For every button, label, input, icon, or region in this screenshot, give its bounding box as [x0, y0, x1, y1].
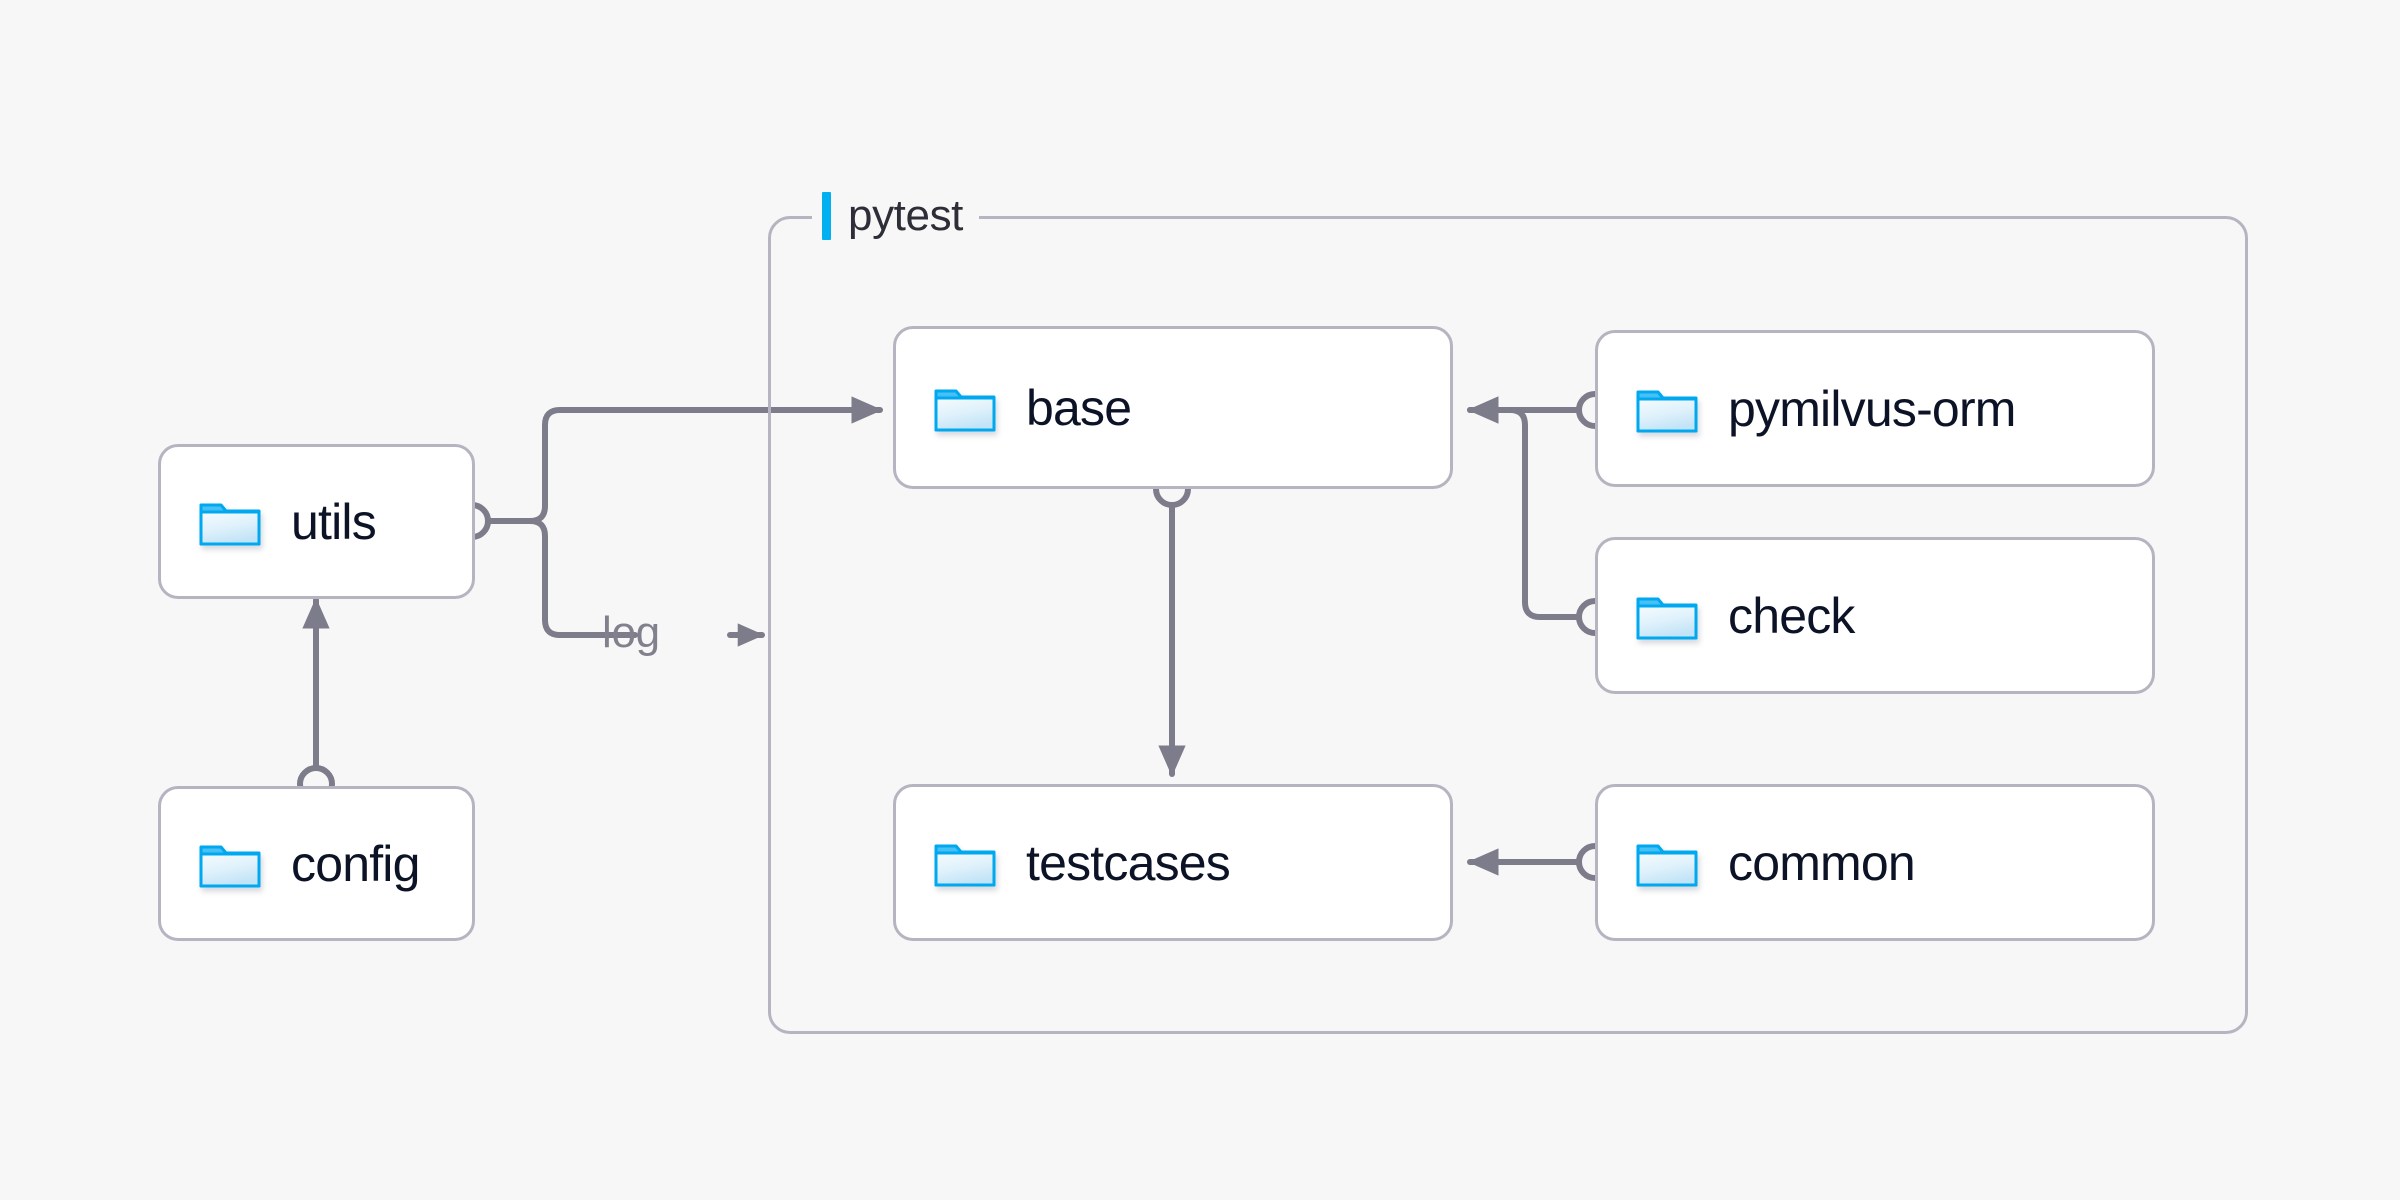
node-base-label: base [1026, 379, 1132, 436]
group-pytest-label: pytest [812, 185, 979, 247]
folder-icon [1636, 383, 1698, 435]
node-pymilvus-orm-label: pymilvus-orm [1728, 380, 2016, 437]
node-testcases[interactable]: testcases [893, 784, 1453, 941]
node-utils[interactable]: utils [158, 444, 475, 599]
folder-icon [1636, 590, 1698, 642]
node-config-label: config [291, 835, 420, 892]
group-accent-bar [822, 192, 831, 240]
node-utils-label: utils [291, 493, 377, 550]
folder-icon [199, 838, 261, 890]
folder-icon [934, 837, 996, 889]
node-check[interactable]: check [1595, 537, 2155, 694]
folder-icon [199, 496, 261, 548]
node-common[interactable]: common [1595, 784, 2155, 941]
node-check-label: check [1728, 587, 1855, 644]
folder-icon [934, 382, 996, 434]
node-config[interactable]: config [158, 786, 475, 941]
group-pytest-title: pytest [848, 191, 963, 240]
node-pymilvus-orm[interactable]: pymilvus-orm [1595, 330, 2155, 487]
node-base[interactable]: base [893, 326, 1453, 489]
group-pytest[interactable] [768, 216, 2248, 1034]
edge-label-log: log [602, 608, 660, 657]
node-testcases-label: testcases [1026, 834, 1231, 891]
folder-icon [1636, 837, 1698, 889]
node-common-label: common [1728, 834, 1916, 891]
